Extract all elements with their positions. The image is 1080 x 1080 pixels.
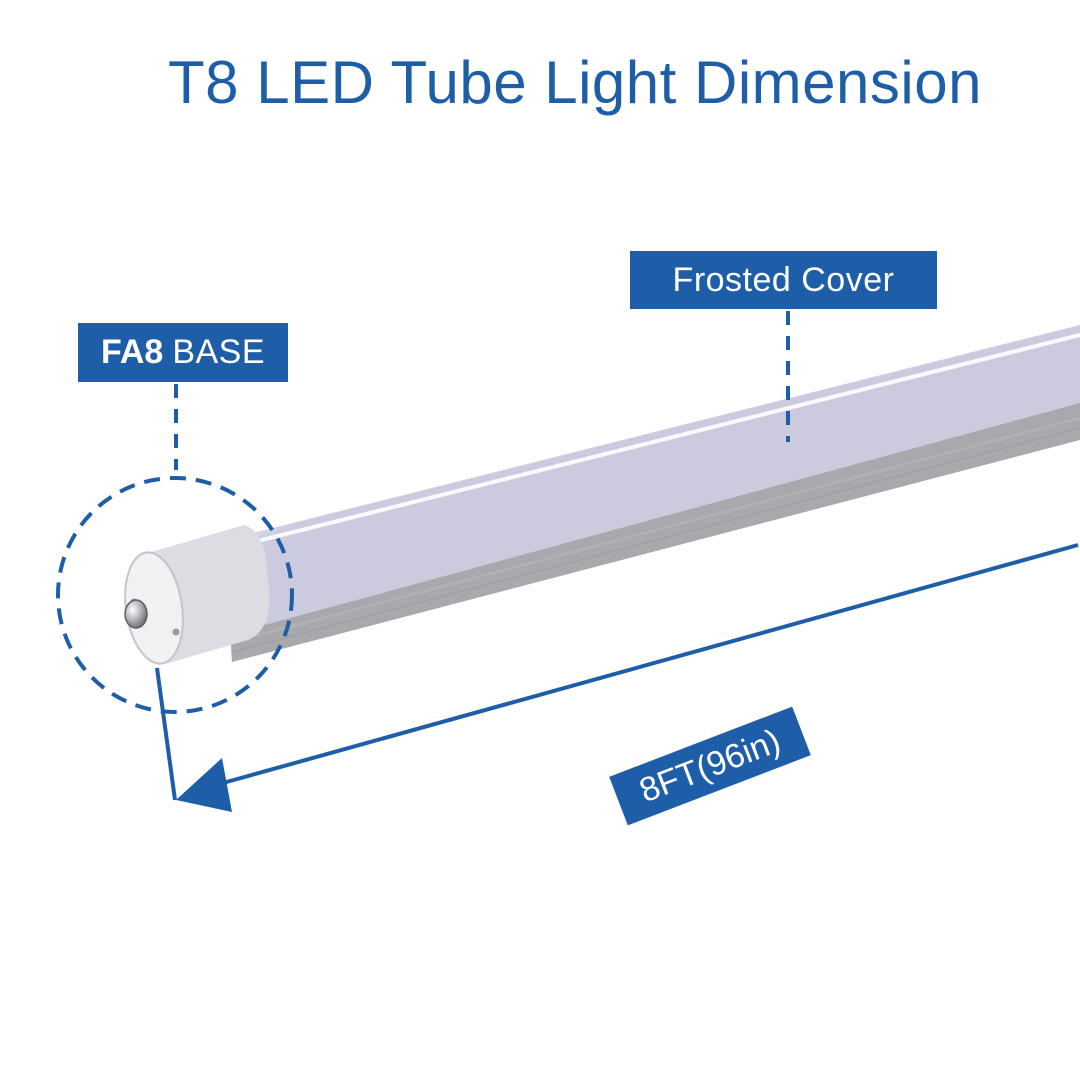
frosted-cover-highlight [229,333,1080,550]
single-pin-icon [124,599,148,629]
tube-rail-groove [231,417,1080,643]
base-label-text: BASE [172,333,266,371]
cover-label: Frosted Cover [630,251,937,309]
dimension-arrow-icon [176,758,232,812]
base-label-model: FA8 [100,333,164,371]
tube-rail-groove [231,427,1080,653]
base-label: FA8 BASE [78,323,288,382]
dimension-line [204,543,1079,790]
dimension-extension-line [155,667,177,801]
frosted-cover [225,325,1080,635]
page-title: T8 LED Tube Light Dimension [168,49,982,116]
cap-hole-icon [172,628,180,636]
base-callout-circle [56,476,294,714]
